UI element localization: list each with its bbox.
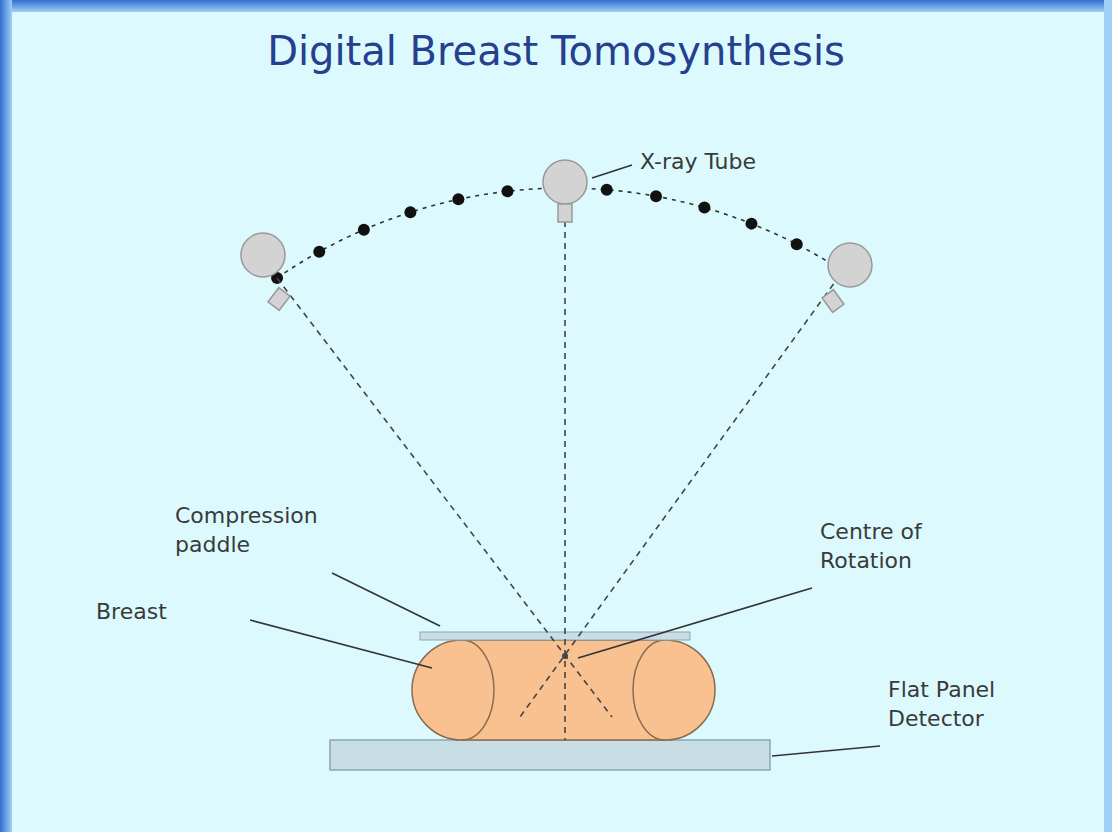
frame-top [0,0,1112,12]
exposure-position [650,190,662,202]
exposure-position [791,238,803,250]
x-ray-tube [241,233,285,277]
exposure-position [404,206,416,218]
frame-left [0,0,12,832]
leader-line [578,588,812,658]
breast-shape [412,640,715,740]
part-label: Flat Panel Detector [888,676,1008,733]
beam-line [564,210,566,740]
leader-line [332,573,440,626]
x-ray-tube [543,160,587,204]
leader-line [592,165,632,178]
exposure-position [313,246,325,258]
exposure-position [698,202,710,214]
exposure-position [745,218,757,230]
breast-contour [462,640,494,740]
flat-panel-detector [330,740,770,770]
tube-collimator [558,204,572,222]
tube-collimator [268,288,290,311]
leader-line [772,746,880,756]
x-ray-beams [277,210,840,740]
diagram-title: Digital Breast Tomosynthesis [267,28,845,74]
beam-line [277,278,612,717]
breast-contour [633,640,665,740]
leader-line [250,620,432,668]
part-label: Centre of Rotation [820,518,960,575]
part-label: Breast [96,598,167,627]
beam-line [520,275,840,717]
tube-collimator [822,290,844,313]
frame-right [1104,0,1112,832]
leader-lines [250,165,880,756]
part-label: X-ray Tube [640,148,756,177]
x-ray-tube [828,243,872,287]
x-ray-tubes [241,160,872,312]
part-label: Compression paddle [175,502,325,559]
exposure-position [601,184,613,196]
exposure-position [501,185,513,197]
exposure-position [452,193,464,205]
exposure-position [358,224,370,236]
rotation-centre-dot [562,653,568,659]
